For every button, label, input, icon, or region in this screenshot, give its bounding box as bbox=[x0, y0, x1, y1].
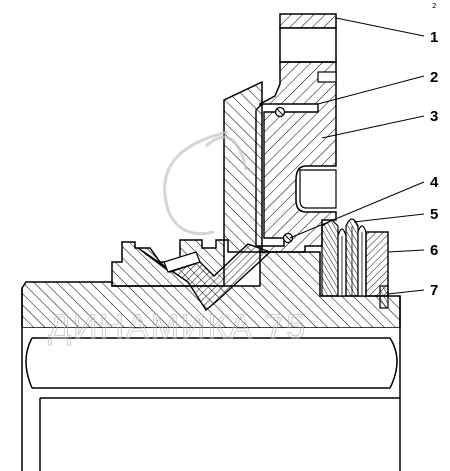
callout-7: 7 bbox=[430, 282, 438, 299]
callout-2: 2 bbox=[430, 69, 438, 86]
bore-body bbox=[21, 288, 401, 471]
part-5-spring-washers bbox=[321, 218, 367, 297]
leader-lines bbox=[289, 17, 425, 295]
callout-5: 5 bbox=[430, 206, 438, 223]
watermark: ДИНАМИКА 75 bbox=[48, 130, 307, 347]
part-4-o-ring bbox=[282, 232, 294, 244]
callout-4: 4 bbox=[430, 174, 439, 191]
callout-3: 3 bbox=[430, 108, 438, 125]
part-1-top-bar bbox=[279, 13, 337, 63]
part-7-pin bbox=[379, 285, 389, 309]
diagonal-insert bbox=[137, 243, 272, 312]
watermark-text: ДИНАМИКА 75 bbox=[48, 308, 307, 346]
page-number-label: 2 bbox=[432, 2, 437, 10]
callout-1: 1 bbox=[430, 29, 438, 46]
callout-6: 6 bbox=[430, 242, 438, 259]
part-6-thrust-ring bbox=[365, 231, 389, 297]
